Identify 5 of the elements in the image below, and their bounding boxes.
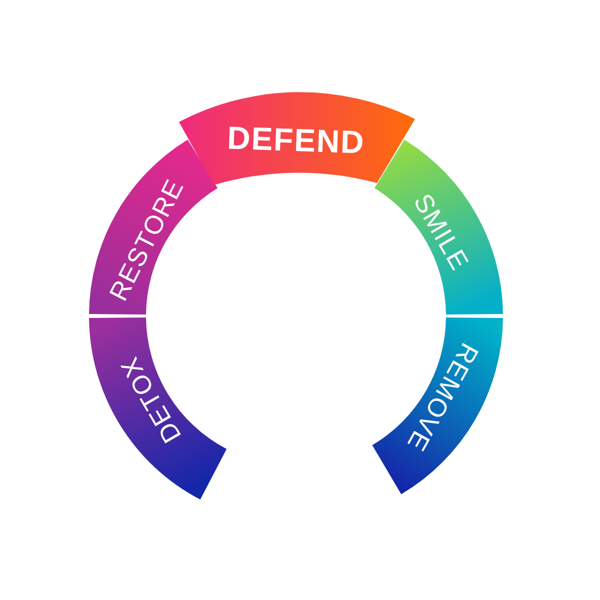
arc-segment xyxy=(374,140,503,315)
arc-segment xyxy=(89,317,227,500)
arc-segment xyxy=(372,317,503,494)
arc-segment xyxy=(89,140,218,315)
segment-label: DEFEND xyxy=(226,120,366,160)
